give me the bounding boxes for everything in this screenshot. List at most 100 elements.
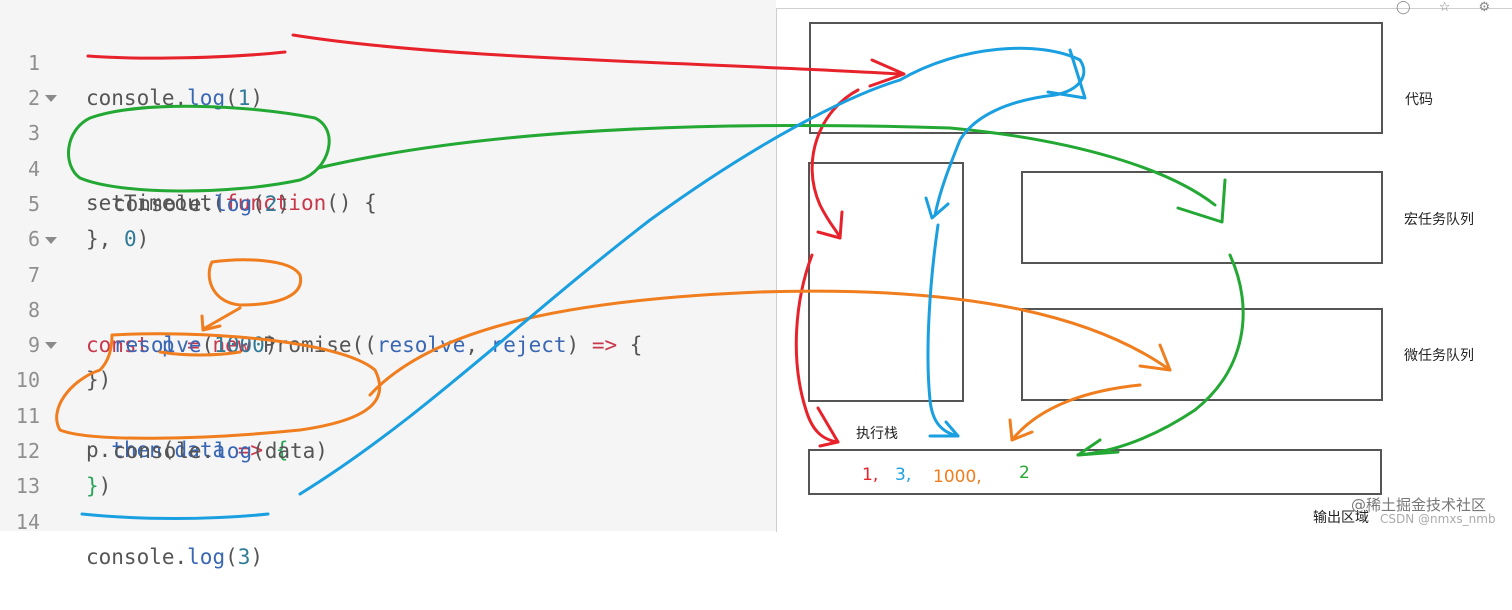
code-token: ) — [250, 86, 264, 110]
red-code-to-stack — [810, 88, 860, 240]
code-token: function — [225, 191, 327, 215]
line-number: 10 — [15, 368, 40, 392]
blue-underline — [80, 512, 270, 520]
code-token: console. — [86, 545, 188, 569]
annotation-overlay — [55, 33, 1245, 520]
line-number: 5 — [27, 192, 40, 216]
code-token: p. — [86, 438, 112, 462]
output-value: 1, — [862, 465, 879, 485]
code-token: 0 — [123, 227, 137, 251]
blue-arrowhead — [928, 420, 960, 438]
line-number: 1 — [27, 51, 40, 75]
code-line: 10 p.then(data => { — [0, 328, 776, 462]
macrotask-queue-box — [1021, 171, 1383, 264]
orange-micro-to-output — [1010, 383, 1142, 442]
circle-icon[interactable]: ◯ — [1396, 0, 1411, 15]
code-token: reject — [490, 333, 567, 357]
code-token: resolve — [113, 333, 202, 357]
call-stack-label: 执行栈 — [856, 426, 898, 442]
red-underline — [86, 50, 287, 60]
line-number: 2 — [27, 86, 40, 110]
code-line: 2 — [0, 46, 776, 110]
green-to-macro — [316, 123, 1217, 207]
code-line: 5 }, 0) — [0, 152, 776, 251]
line-number: 9 — [27, 333, 40, 357]
orange-pointer — [203, 306, 242, 330]
line-number: 13 — [15, 474, 40, 498]
code-editor: 1 console.log(1) 2 3 setTimeout(function… — [0, 0, 776, 569]
code-token: ( — [161, 438, 175, 462]
orange-arrowhead — [1138, 343, 1172, 372]
green-circle — [67, 104, 331, 193]
code-token: , — [465, 333, 491, 357]
blue-loop — [898, 46, 1086, 217]
star-icon[interactable]: ☆ — [1438, 0, 1451, 15]
orange-annotation — [55, 258, 1172, 442]
microtask-label: 微任务队列 — [1404, 348, 1474, 364]
toolbar-icons: ◯ ☆ ⚙ — [1396, 0, 1490, 15]
code-line: 6 — [0, 187, 776, 251]
red-arrowhead — [816, 210, 844, 240]
output-box — [808, 449, 1382, 495]
red-stack-to-output — [794, 253, 840, 444]
fold-arrow-icon[interactable] — [45, 95, 57, 102]
code-token: const — [86, 333, 150, 357]
code-label: 代码 — [1405, 92, 1433, 108]
red-arrowhead — [816, 406, 840, 448]
gear-icon[interactable]: ⚙ — [1478, 0, 1491, 15]
watermark: @稀土掘金技术社区 — [1351, 496, 1487, 514]
code-token: ( — [201, 333, 215, 357]
line-number: 12 — [15, 439, 40, 463]
code-token: } — [86, 474, 99, 498]
code-token: ) — [566, 333, 592, 357]
output-value: 1000, — [933, 467, 982, 487]
line-number: 8 — [27, 298, 40, 322]
code-token: () { — [326, 191, 377, 215]
blue-arrowhead — [1046, 48, 1087, 100]
code-token: ( — [252, 192, 265, 216]
code-token: 1 — [237, 86, 251, 110]
watermark: CSDN @nmxs_nmb — [1380, 512, 1496, 526]
code-token: then — [111, 438, 162, 462]
blue-arrowhead — [924, 196, 950, 220]
green-arrowhead — [1176, 178, 1227, 224]
code-token: setTimeout — [86, 191, 213, 215]
blue-annotation — [80, 46, 1087, 520]
orange-arrowhead — [200, 314, 222, 332]
blue-stack-to-output — [926, 223, 960, 438]
line-number: 4 — [27, 157, 40, 181]
orange-circle-1000 — [207, 258, 303, 307]
code-line: 11 console.log(data) — [0, 364, 776, 463]
code-token: (data) — [252, 439, 328, 463]
green-annotation — [67, 104, 1245, 457]
code-token: => — [237, 438, 264, 462]
code-line: 12 }) — [0, 399, 776, 498]
code-token: { — [263, 438, 289, 462]
code-token: 2 — [264, 192, 278, 216]
code-token: console. — [113, 439, 215, 463]
code-token: ) — [277, 192, 291, 216]
code-token: ) — [136, 227, 150, 251]
code-line: 1 console.log(1) — [0, 11, 776, 110]
line-number: 7 — [27, 263, 40, 287]
code-token: => — [591, 333, 618, 357]
microtask-queue-box — [1021, 308, 1383, 401]
code-token: ) — [250, 545, 264, 569]
fold-arrow-icon[interactable] — [45, 237, 57, 244]
line-number: 14 — [15, 510, 40, 534]
fold-arrow-icon[interactable] — [45, 342, 57, 349]
code-token: = — [187, 333, 200, 357]
orange-then-circle — [55, 332, 382, 440]
code-token: console. — [113, 192, 215, 216]
orange-to-micro — [368, 289, 1172, 397]
orange-underline-data — [158, 350, 242, 357]
code-token: Promise(( — [250, 333, 377, 357]
red-arrowhead — [868, 58, 906, 88]
output-label: 输出区域 — [1313, 510, 1369, 526]
green-arrowhead — [1076, 438, 1120, 457]
code-line: 13 — [0, 434, 776, 498]
green-macro-to-output — [1076, 253, 1245, 457]
line-number: 3 — [27, 121, 40, 145]
macrotask-label: 宏任务队列 — [1404, 212, 1474, 228]
line-number: 11 — [15, 404, 40, 428]
